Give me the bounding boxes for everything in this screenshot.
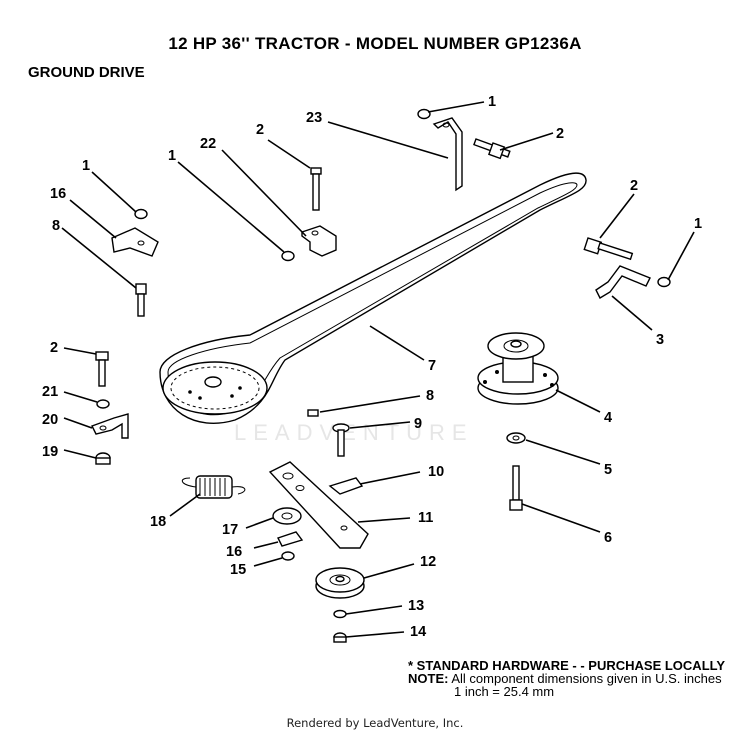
callout-8: 8 bbox=[52, 218, 60, 234]
pulley-4[interactable] bbox=[477, 332, 559, 405]
drive-pulley[interactable] bbox=[162, 361, 268, 415]
bracket-10[interactable] bbox=[328, 477, 364, 495]
notes-block: * STANDARD HARDWARE - - PURCHASE LOCALLY… bbox=[408, 659, 725, 698]
callout-7: 7 bbox=[428, 358, 436, 374]
callout-18: 18 bbox=[150, 514, 166, 530]
callout-2: 2 bbox=[556, 126, 564, 142]
nut-14[interactable] bbox=[333, 632, 347, 643]
callout-22: 22 bbox=[200, 136, 216, 152]
bracket-16-left[interactable] bbox=[111, 208, 159, 257]
hardware-note: * STANDARD HARDWARE - - PURCHASE LOCALLY bbox=[408, 658, 726, 673]
idler-pulley-12[interactable] bbox=[315, 567, 365, 599]
callout-16: 16 bbox=[50, 186, 66, 202]
bolt-2-left[interactable] bbox=[95, 351, 109, 387]
bolt-9[interactable] bbox=[332, 423, 350, 457]
bracket-22[interactable] bbox=[281, 225, 337, 262]
bolt-2-22[interactable] bbox=[310, 167, 322, 211]
callout-2: 2 bbox=[630, 178, 638, 194]
bolt-8-left[interactable] bbox=[135, 283, 147, 317]
callout-2: 2 bbox=[256, 122, 264, 138]
washer-17[interactable] bbox=[272, 507, 302, 525]
bracket-3[interactable] bbox=[595, 265, 671, 299]
callout-1: 1 bbox=[168, 148, 176, 164]
washer-21[interactable] bbox=[96, 399, 110, 409]
callout-14: 14 bbox=[410, 624, 426, 640]
callout-labels: 1 2 23 2 1 22 1 16 8 2 1 3 7 2 21 20 19 … bbox=[42, 94, 702, 640]
callout-23: 23 bbox=[306, 110, 322, 126]
callout-1: 1 bbox=[694, 216, 702, 232]
bolt-6[interactable] bbox=[509, 465, 523, 511]
callout-9: 9 bbox=[414, 416, 422, 432]
idler-arm-11[interactable] bbox=[268, 461, 369, 549]
callout-8: 8 bbox=[426, 388, 434, 404]
callout-17: 17 bbox=[222, 522, 238, 538]
callout-13: 13 bbox=[408, 598, 424, 614]
watermark: LEADVENTURE bbox=[234, 420, 474, 445]
footer-credit: Rendered by LeadVenture, Inc. bbox=[286, 716, 464, 730]
washer-13[interactable] bbox=[333, 609, 347, 619]
callout-1: 1 bbox=[82, 158, 90, 174]
leader-lines bbox=[61, 101, 695, 638]
callout-15: 15 bbox=[230, 562, 246, 578]
nut-19[interactable] bbox=[95, 452, 111, 465]
callout-3: 3 bbox=[656, 332, 664, 348]
bolt-8-center[interactable] bbox=[307, 409, 319, 417]
callout-19: 19 bbox=[42, 444, 58, 460]
washer-5[interactable] bbox=[506, 432, 526, 444]
callout-1: 1 bbox=[488, 94, 496, 110]
bracket-23[interactable] bbox=[417, 108, 463, 192]
unit-conversion: 1 inch = 25.4 mm bbox=[454, 684, 555, 699]
callout-20: 20 bbox=[42, 412, 58, 428]
bolt-2-right[interactable] bbox=[583, 237, 634, 261]
callout-5: 5 bbox=[604, 462, 612, 478]
bracket-20[interactable] bbox=[91, 413, 129, 439]
section-title: GROUND DRIVE bbox=[28, 64, 145, 81]
callout-11: 11 bbox=[418, 510, 433, 526]
callout-12: 12 bbox=[420, 554, 436, 570]
callout-16: 16 bbox=[226, 544, 242, 560]
callout-4: 4 bbox=[604, 410, 612, 426]
note-text: All component dimensions given in U.S. i… bbox=[451, 671, 722, 686]
bracket-16-lower[interactable] bbox=[277, 531, 304, 547]
callout-2: 2 bbox=[50, 340, 58, 356]
bolt-2-top[interactable] bbox=[473, 138, 511, 160]
callout-10: 10 bbox=[428, 464, 444, 480]
note-label: NOTE: bbox=[408, 671, 449, 686]
diagram-title: 12 HP 36'' TRACTOR - MODEL NUMBER GP1236… bbox=[168, 34, 582, 53]
callout-21: 21 bbox=[42, 384, 58, 400]
callout-6: 6 bbox=[604, 530, 612, 546]
spring-18[interactable] bbox=[181, 475, 246, 499]
washer-15[interactable] bbox=[281, 551, 295, 561]
